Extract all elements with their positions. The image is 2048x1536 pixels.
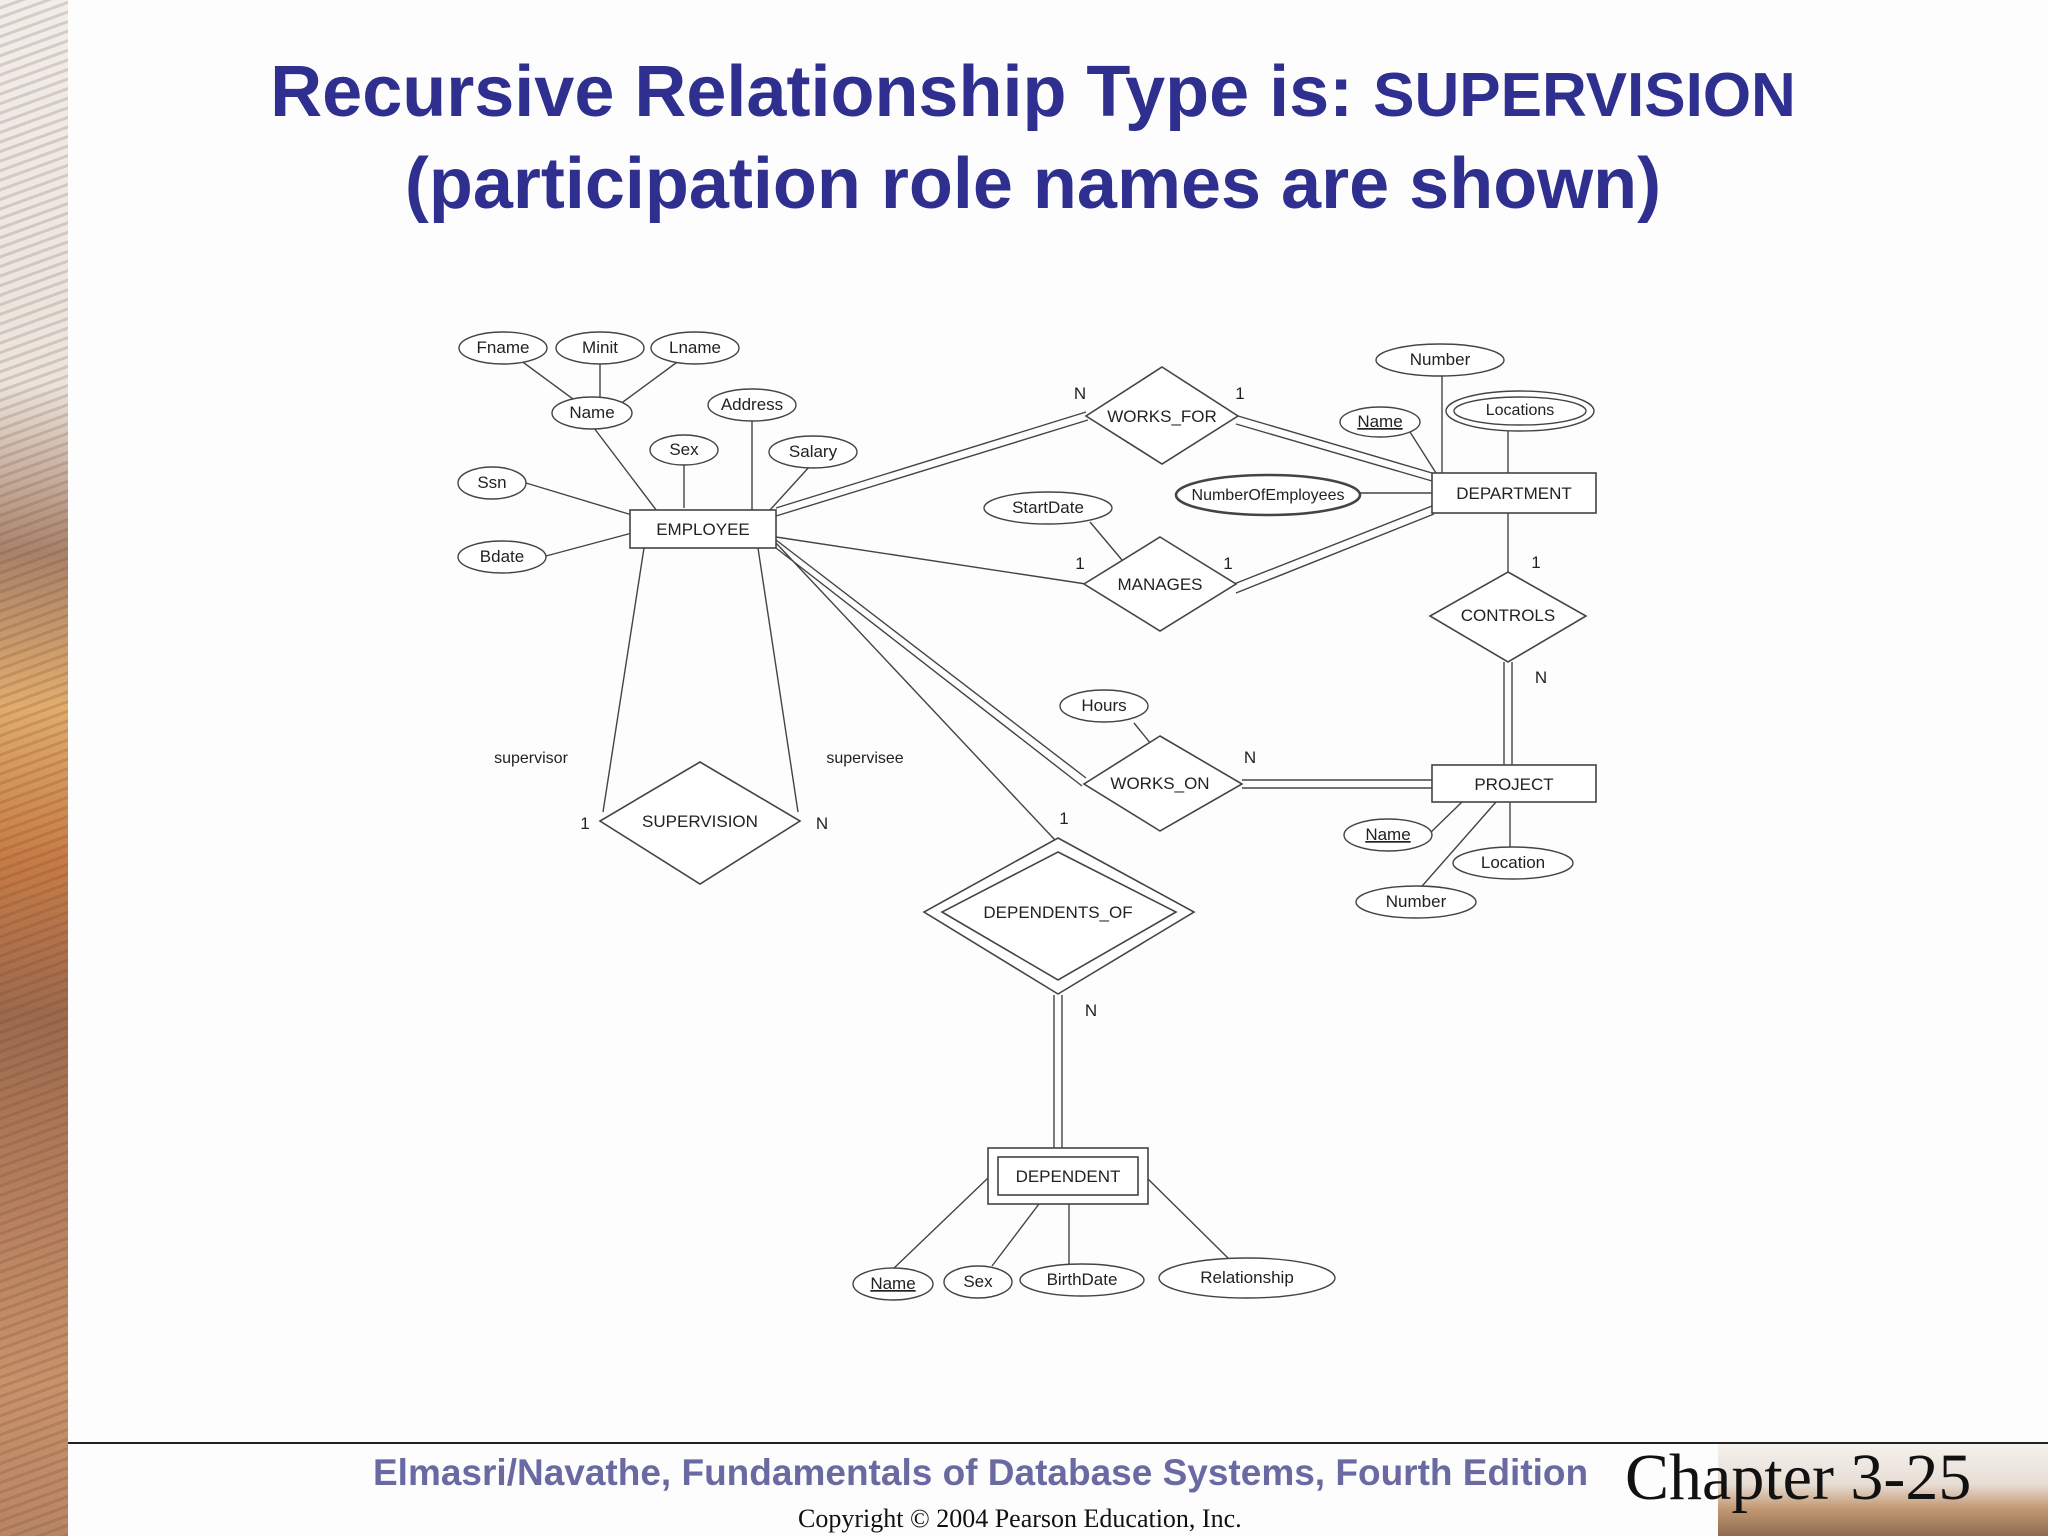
entity-boxes [629,472,1597,1205]
attr-dept-name-label: Name [1357,412,1402,431]
attr-number-of-employees-label: NumberOfEmployees [1192,487,1345,504]
attr-emp-name [551,396,633,430]
attr-birth-date [1019,1263,1145,1297]
title-emphasis: SUPERVISION [1373,61,1796,130]
attr-proj-number [1355,885,1477,919]
decorative-side-strip [0,0,68,1536]
attr-bdate-label: Bdate [480,547,524,566]
attr-number-of-employees [1174,473,1362,517]
card-works-for-emp: N [1074,384,1086,403]
entity-department-box [1431,472,1597,514]
attr-dep-name [852,1267,934,1301]
attr-proj-location-label: Location [1481,853,1545,872]
attr-lname-label: Lname [669,338,721,357]
footer-copyright: Copyright © 2004 Pearson Education, Inc. [798,1504,1242,1533]
attr-dep-sex-label: Sex [963,1272,993,1291]
entity-dependent-label: DEPENDENT [1016,1167,1121,1186]
role-supervisee-label: supervisee [826,750,903,767]
attr-proj-number-label: Number [1386,892,1447,911]
card-controls-proj: N [1535,668,1547,687]
card-manages-dept: 1 [1223,554,1232,573]
rel-controls-label: CONTROLS [1461,606,1555,625]
rel-manages-shape [1082,536,1238,632]
card-controls-dept: 1 [1531,553,1540,572]
attr-minit-label: Minit [582,338,618,357]
attribute-ellipses [457,331,1595,1301]
entity-dependent-inner [997,1156,1139,1196]
attr-ssn [457,466,527,500]
attr-fname-label: Fname [477,338,530,357]
attr-relationship-label: Relationship [1200,1268,1294,1287]
decorative-corner-image [1718,1442,2048,1536]
card-dependents-of-emp: 1 [1059,809,1068,828]
attr-locations-inner [1453,396,1587,426]
attr-lname [650,331,740,365]
title-main: Recursive Relationship Type is: [270,52,1374,132]
attr-sex [649,434,719,466]
attr-dept-number [1375,343,1505,377]
rel-works-on-shape [1082,735,1244,832]
attr-dept-number-label: Number [1410,350,1471,369]
attr-bdate [457,540,547,574]
entity-project-label: PROJECT [1474,775,1553,794]
rel-works-for-shape [1084,366,1240,465]
attr-hours-label: Hours [1081,696,1126,715]
attr-salary [768,435,858,469]
connector-lines [519,359,1513,1271]
rel-manages-label: MANAGES [1117,575,1202,594]
attr-fname [458,331,548,365]
attr-dep-sex [943,1265,1013,1299]
card-works-for-dept: 1 [1235,384,1244,403]
attr-minit [555,331,645,365]
rel-supervision-label: SUPERVISION [642,812,758,831]
footer-credit: Elmasri/Navathe, Fundamentals of Databas… [373,1452,1589,1493]
attr-dep-name-label: Name [870,1274,915,1293]
attr-start-date-label: StartDate [1012,498,1084,517]
diagram-labels: Fname Minit Lname Name Address Sex Salar… [477,338,1572,1293]
attr-birth-date-label: BirthDate [1047,1270,1118,1289]
entity-employee-label: EMPLOYEE [656,520,750,539]
attr-emp-name-label: Name [569,403,614,422]
title-line-1: Recursive Relationship Type is: SUPERVIS… [68,48,1998,140]
attr-proj-name-label: Name [1365,825,1410,844]
entity-employee-box [629,509,777,549]
attr-relationship [1158,1257,1336,1299]
attr-start-date [983,491,1113,525]
card-works-on-proj: N [1244,748,1256,767]
card-supervision-supervisee: N [816,814,828,833]
attr-proj-name [1343,818,1433,852]
entity-department-label: DEPARTMENT [1456,484,1572,503]
attr-proj-location [1452,846,1574,880]
attr-salary-label: Salary [789,442,838,461]
rel-dependents-of-label: DEPENDENTS_OF [983,903,1132,922]
card-manages-emp: 1 [1075,554,1084,573]
attr-address-label: Address [721,395,783,414]
card-supervision-supervisor: 1 [580,814,589,833]
title-line-2: (participation role names are shown) [404,144,1662,224]
rel-works-for-label: WORKS_FOR [1107,407,1217,426]
card-dependents-of-dep: N [1085,1001,1097,1020]
rel-controls-shape [1428,571,1588,663]
attr-sex-label: Sex [669,440,699,459]
attr-address [707,388,797,422]
footer-chapter: Chapter 3-25 [1625,1441,1972,1514]
attr-hours [1059,689,1149,723]
rel-works-on-label: WORKS_ON [1110,774,1209,793]
rel-supervision-shape [598,761,802,885]
slide-title: Recursive Relationship Type is: SUPERVIS… [68,48,1998,228]
rel-dependents-of-inner [940,851,1178,981]
entity-project-box [1431,764,1597,803]
attr-locations-label: Locations [1486,402,1555,419]
relationship-diamonds [598,366,1588,995]
attr-dept-name [1339,406,1421,438]
footer-divider [68,1442,2048,1444]
role-supervisor-label: supervisor [494,750,568,767]
attr-ssn-label: Ssn [477,473,506,492]
